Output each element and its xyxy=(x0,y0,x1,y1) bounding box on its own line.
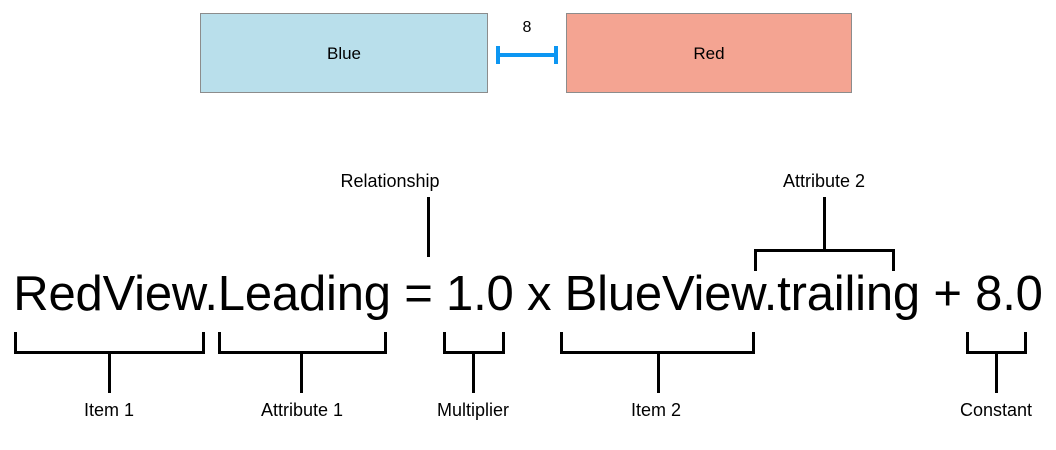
annotation-label-multiplier: Multiplier xyxy=(436,400,510,420)
bracket-item-2-cap-left xyxy=(560,332,563,354)
bracket-multiplier-cap-right xyxy=(502,332,505,354)
red-view-box: Red xyxy=(566,13,852,93)
bracket-attribute-2-cap-left xyxy=(754,249,757,271)
bracket-item-2-stem xyxy=(657,351,660,393)
bracket-attribute-2-cap-right xyxy=(892,249,895,271)
spacing-measure-line xyxy=(496,53,558,57)
bracket-attribute-2-top xyxy=(754,249,895,252)
spacing-cap-right-icon xyxy=(554,46,558,64)
spacing-measurement: 8 xyxy=(494,20,560,68)
bracket-attribute-1-cap-right xyxy=(384,332,387,354)
constraint-equation: RedView.Leading = 1.0 x BlueView.trailin… xyxy=(13,267,1043,321)
blue-view-box: Blue xyxy=(200,13,488,93)
red-view-label: Red xyxy=(693,43,725,63)
leader-line-attribute-2 xyxy=(823,197,826,249)
bracket-item-1-cap-right xyxy=(202,332,205,354)
spacing-cap-left-icon xyxy=(496,46,500,64)
spacing-value-label: 8 xyxy=(522,19,532,36)
annotation-label-relationship: Relationship xyxy=(340,171,440,191)
bracket-item-1-cap-left xyxy=(14,332,17,354)
annotation-label-attribute-2: Attribute 2 xyxy=(782,171,866,191)
annotation-label-item-1: Item 1 xyxy=(83,400,135,420)
bracket-constant-cap-right xyxy=(1024,332,1027,354)
bracket-item-2-cap-right xyxy=(752,332,755,354)
bracket-item-1-stem xyxy=(108,351,111,393)
bracket-multiplier-cap-left xyxy=(443,332,446,354)
blue-view-label: Blue xyxy=(326,43,362,63)
annotation-label-attribute-1: Attribute 1 xyxy=(260,400,344,420)
bracket-constant-stem xyxy=(995,351,998,393)
bracket-attribute-1-stem xyxy=(300,351,303,393)
annotation-label-item-2: Item 2 xyxy=(630,400,682,420)
bracket-attribute-1-cap-left xyxy=(218,332,221,354)
bracket-constant-cap-left xyxy=(966,332,969,354)
leader-line-relationship xyxy=(427,197,430,257)
bracket-multiplier-stem xyxy=(472,351,475,393)
annotation-label-constant: Constant xyxy=(959,400,1033,420)
